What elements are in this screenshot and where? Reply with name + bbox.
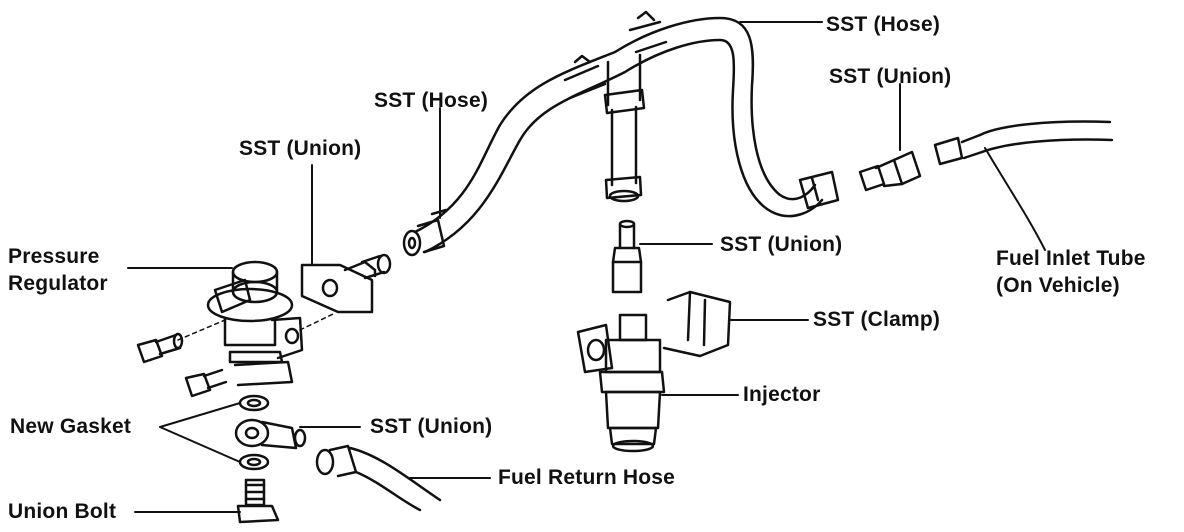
label-pressure-regulator-line1: Pressure [8, 245, 100, 268]
sst-union-center-part [611, 219, 643, 294]
fuel-return-hose [315, 444, 442, 512]
fuel-inlet-tube [933, 120, 1114, 166]
gasket-lower [238, 453, 270, 471]
union-bolt-part [236, 478, 280, 524]
hose-end-right [798, 170, 840, 210]
bolt-upper [136, 332, 184, 364]
pressure-regulator-part [206, 260, 304, 387]
label-fuel-inlet-line2: (On Vehicle) [996, 274, 1120, 297]
vertical-branch-hose [604, 105, 643, 203]
label-fuel-return-hose: Fuel Return Hose [498, 466, 676, 489]
label-sst-hose-top: SST (Hose) [826, 13, 941, 36]
sst-hose-main [413, 16, 824, 254]
label-new-gasket: New Gasket [10, 415, 132, 438]
bolt-lower [184, 368, 228, 398]
sst-union-left-part [300, 253, 392, 314]
label-injector: Injector [743, 383, 821, 406]
label-sst-union-right: SST (Union) [829, 65, 952, 88]
label-sst-union-center: SST (Union) [720, 233, 843, 256]
hose-clamp-1 [563, 54, 607, 100]
alignment-lines [177, 313, 334, 341]
leader-lines [127, 21, 1046, 513]
label-union-bolt: Union Bolt [8, 500, 117, 523]
label-sst-hose-left: SST (Hose) [374, 89, 489, 112]
hose-clamp-2 [628, 10, 668, 54]
injector-part [576, 313, 666, 453]
sst-union-bottom-part [234, 418, 307, 450]
sst-clamp-part [662, 290, 732, 358]
label-sst-clamp: SST (Clamp) [813, 308, 941, 331]
label-sst-union-bottom: SST (Union) [370, 415, 493, 438]
label-sst-union-left: SST (Union) [239, 137, 362, 160]
tee-fitting [603, 53, 646, 115]
label-pressure-regulator-line2: Regulator [8, 272, 108, 295]
sst-union-right-part [858, 150, 922, 192]
gasket-upper [238, 394, 270, 412]
label-fuel-inlet-line1: Fuel Inlet Tube [996, 247, 1146, 270]
